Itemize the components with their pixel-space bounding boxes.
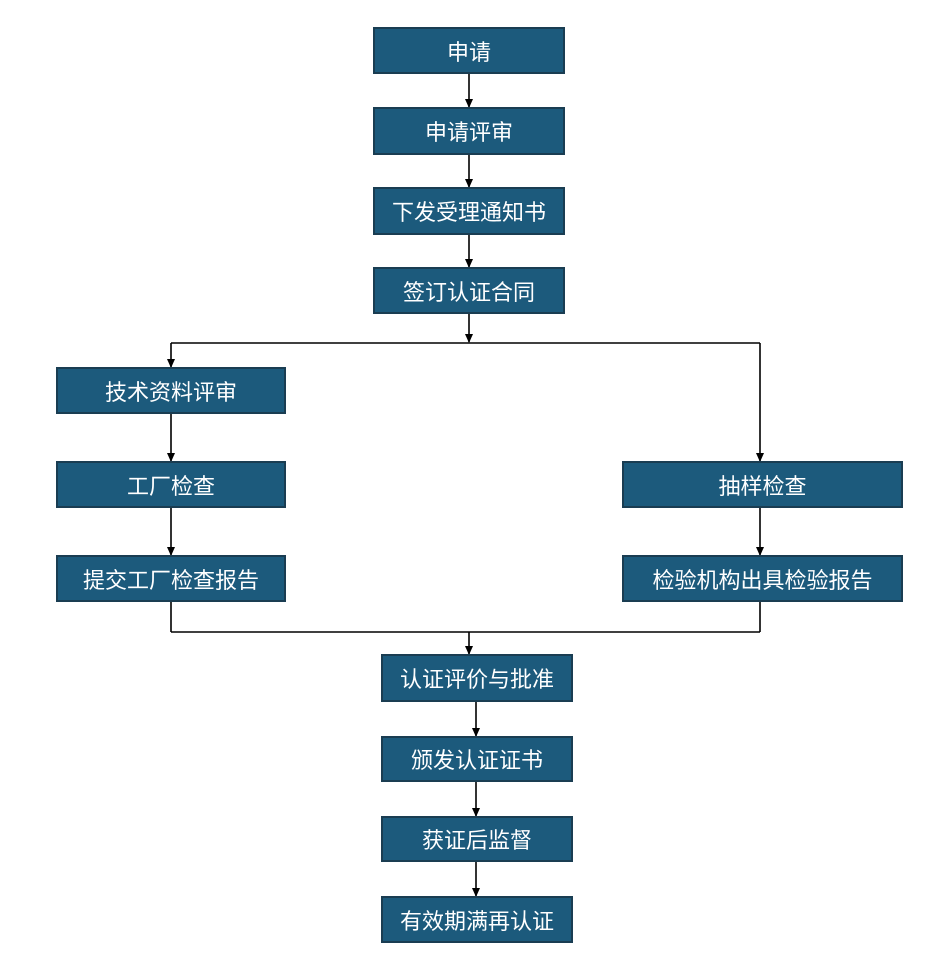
node-factory-inspection: 工厂检查 xyxy=(56,461,286,508)
node-evaluation-approval: 认证评价与批准 xyxy=(381,654,573,702)
node-lab-test-report: 检验机构出具检验报告 xyxy=(622,555,903,602)
node-issue-certificate: 颁发认证证书 xyxy=(381,736,573,782)
node-application-review: 申请评审 xyxy=(373,107,565,155)
node-sign-contract: 签订认证合同 xyxy=(373,267,565,314)
node-post-cert-supervision: 获证后监督 xyxy=(381,816,573,862)
node-apply: 申请 xyxy=(373,27,565,74)
node-issue-acceptance-notice: 下发受理通知书 xyxy=(373,187,565,235)
node-technical-docs-review: 技术资料评审 xyxy=(56,367,286,414)
node-sampling-inspection: 抽样检查 xyxy=(622,461,903,508)
node-renewal: 有效期满再认证 xyxy=(381,896,573,943)
node-submit-factory-report: 提交工厂检查报告 xyxy=(56,555,286,602)
